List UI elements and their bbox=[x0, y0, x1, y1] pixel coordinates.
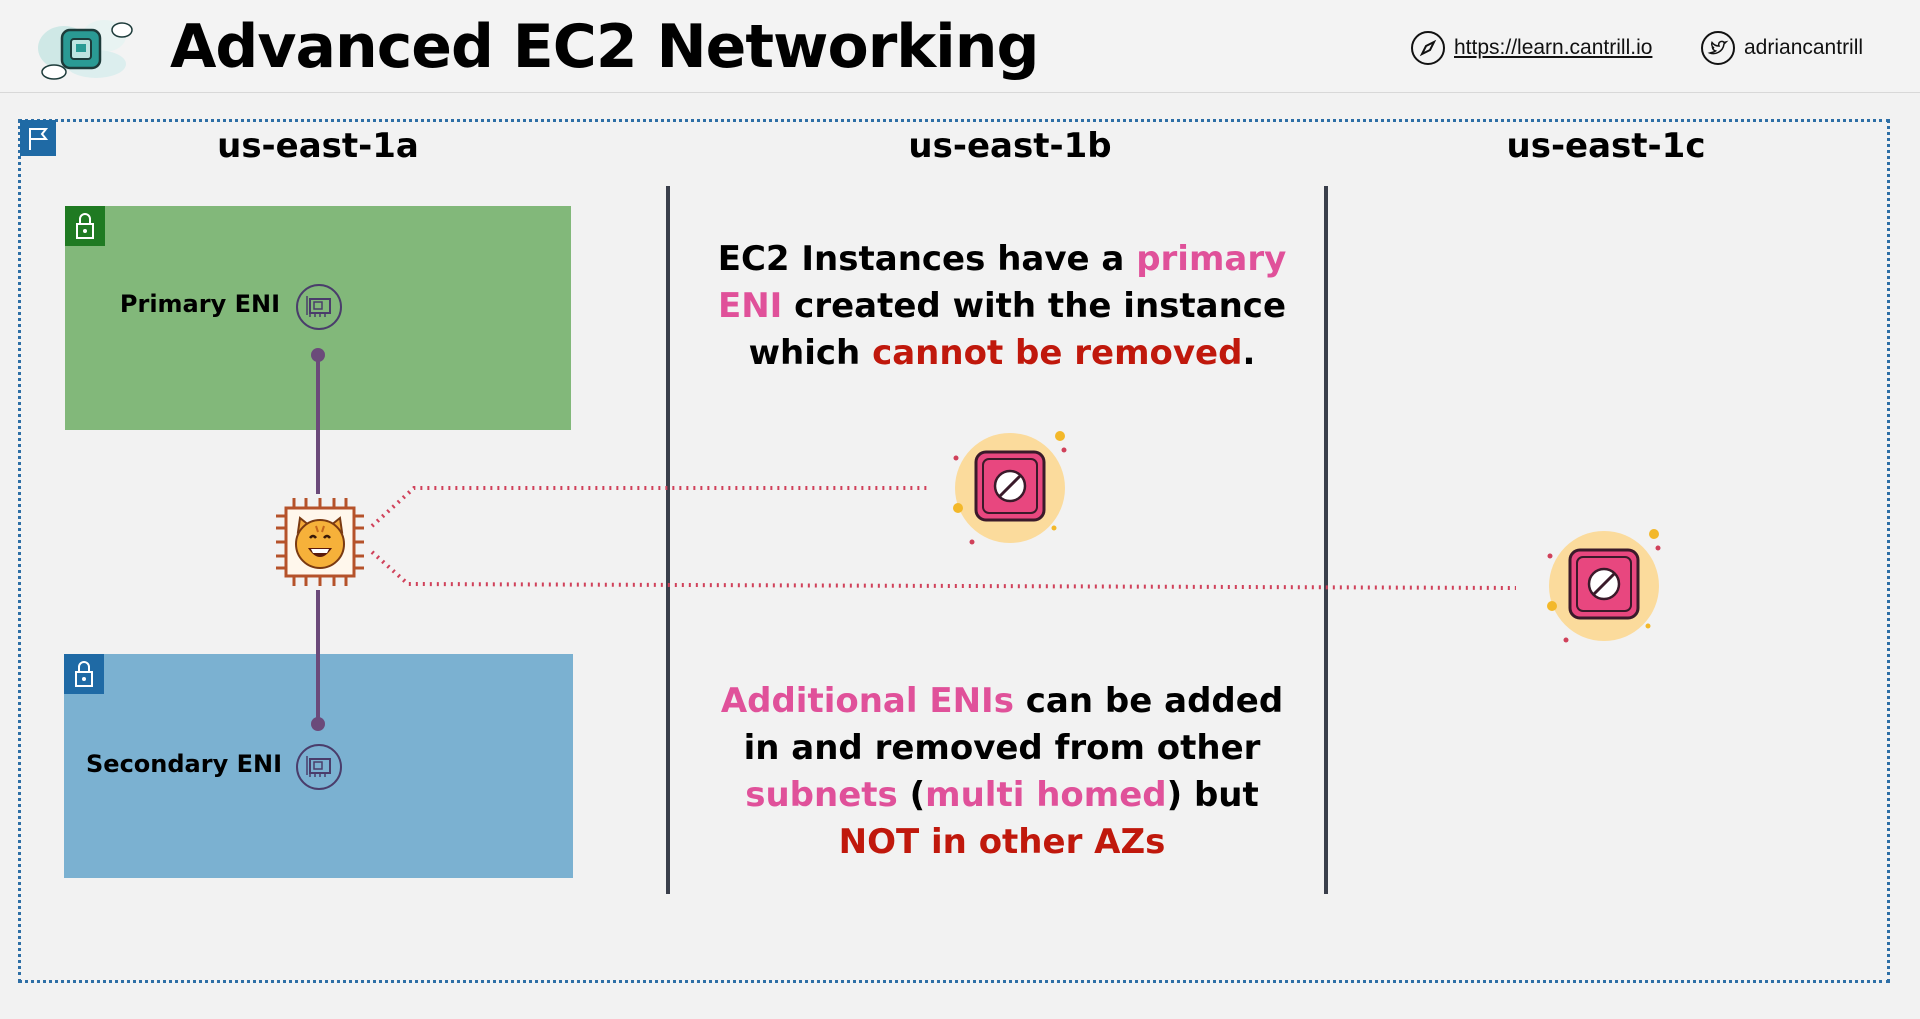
text2-highlight: subnets bbox=[745, 775, 898, 815]
network-card-icon bbox=[296, 744, 342, 790]
text2-warning: NOT in other AZs bbox=[838, 822, 1166, 862]
secondary-eni-label: Secondary ENI bbox=[86, 750, 282, 778]
website-link[interactable]: https://learn.cantrill.io bbox=[1410, 28, 1652, 68]
text1-part: . bbox=[1242, 333, 1256, 373]
text1-part: created with the instance bbox=[782, 286, 1287, 326]
primary-eni-explanation: EC2 Instances have a primary ENI created… bbox=[700, 236, 1304, 377]
text2-part: ( bbox=[897, 775, 926, 815]
az-label-1c: us-east-1c bbox=[1506, 126, 1706, 166]
region-boundary bbox=[18, 119, 1890, 983]
text2-part: in and removed from other bbox=[743, 728, 1261, 768]
text2-highlight: multi homed bbox=[925, 775, 1167, 815]
text2-part: can be added bbox=[1013, 681, 1284, 721]
text1-highlight: ENI bbox=[717, 286, 783, 326]
twitter-link[interactable]: adriancantrill bbox=[1700, 28, 1863, 68]
twitter-handle[interactable]: adriancantrill bbox=[1744, 36, 1864, 59]
cat-chip-icon bbox=[276, 498, 364, 586]
no-entry-icon bbox=[953, 431, 1067, 545]
text2-part: ) but bbox=[1166, 775, 1259, 815]
cantrill-logo-icon bbox=[38, 20, 133, 80]
twitter-icon bbox=[1701, 31, 1735, 65]
primary-eni-label: Primary ENI bbox=[119, 290, 280, 318]
text2-highlight: Additional ENIs bbox=[720, 681, 1014, 721]
compass-icon bbox=[1411, 31, 1445, 65]
text1-part: which bbox=[748, 333, 873, 373]
az-divider bbox=[1324, 186, 1328, 894]
no-entry-icon bbox=[1547, 529, 1661, 643]
network-card-icon bbox=[296, 284, 342, 330]
additional-eni-explanation: Additional ENIs can be added in and remo… bbox=[700, 678, 1304, 866]
header: Advanced EC2 Networking https://learn.ca… bbox=[0, 0, 1920, 93]
az-label-1a: us-east-1a bbox=[217, 126, 419, 166]
text1-highlight: primary bbox=[1136, 239, 1287, 279]
az-divider bbox=[666, 186, 670, 894]
az-label-1b: us-east-1b bbox=[908, 126, 1112, 166]
website-url[interactable]: https://learn.cantrill.io bbox=[1454, 36, 1653, 59]
page-title: Advanced EC2 Networking bbox=[170, 12, 1039, 82]
text1-part: EC2 Instances have a bbox=[717, 239, 1137, 279]
lock-icon bbox=[65, 206, 105, 246]
text1-warning: cannot be removed bbox=[872, 333, 1243, 373]
region-flag-icon bbox=[20, 120, 56, 156]
lock-icon bbox=[64, 654, 104, 694]
